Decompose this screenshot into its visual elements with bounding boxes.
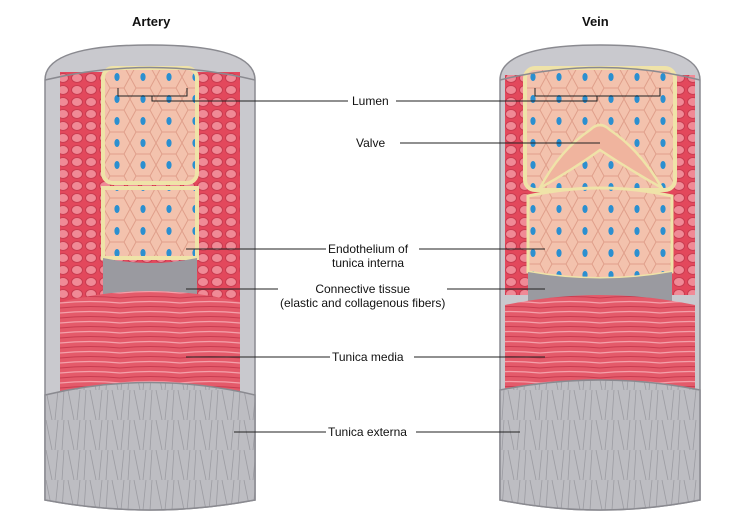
- tunica-externa-label: Tunica externa: [326, 425, 409, 439]
- lumen-line-vein: [396, 96, 598, 102]
- vein-illustration: [499, 44, 701, 511]
- endothelium-label: Endothelium of tunica interna: [326, 242, 411, 270]
- endothelium-label-line2: tunica interna: [332, 256, 405, 270]
- vein-title: Vein: [582, 14, 609, 29]
- endothelium-label-line1: Endothelium of: [328, 242, 409, 256]
- leader-lines: [117, 88, 661, 433]
- connective-label-line2: (elastic and collagenous fibers): [280, 296, 446, 310]
- connective-tissue-label: Connective tissue (elastic and collageno…: [278, 282, 448, 310]
- lumen-line-artery: [151, 96, 348, 102]
- tunica-media-label: Tunica media: [330, 350, 406, 364]
- lumen-label: Lumen: [350, 94, 391, 108]
- artery-illustration: [44, 44, 256, 511]
- artery-title: Artery: [132, 14, 171, 29]
- valve-label: Valve: [354, 136, 388, 150]
- connective-label-line1: Connective tissue: [315, 282, 411, 296]
